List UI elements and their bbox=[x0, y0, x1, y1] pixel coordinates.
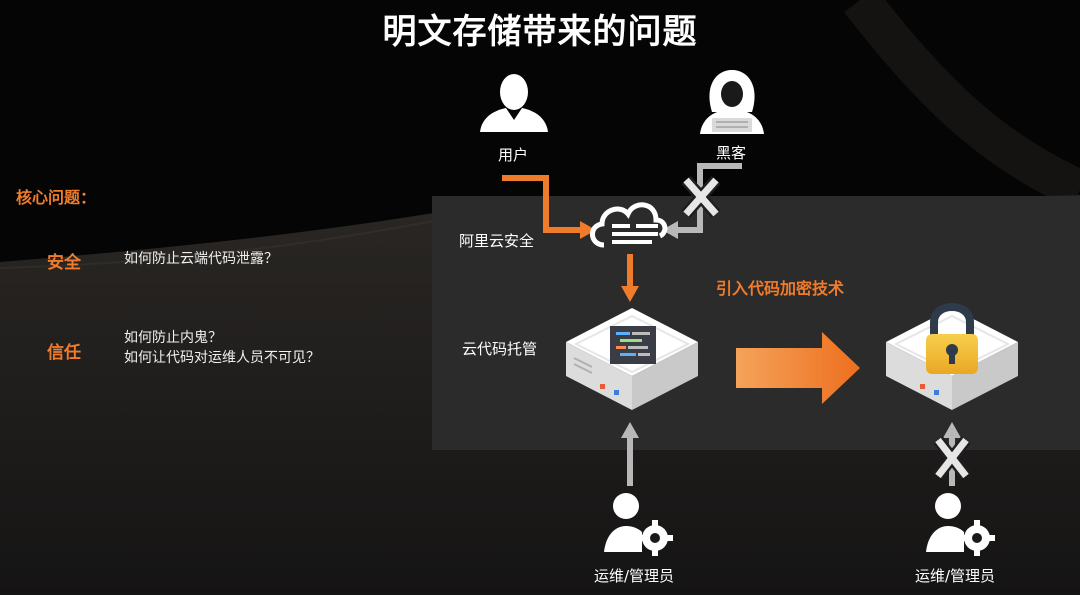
issue-line: 如何防止云端代码泄露？ bbox=[124, 251, 278, 267]
hacker-label: 黑客 bbox=[716, 144, 747, 162]
admin-to-server-arrow bbox=[621, 422, 639, 486]
encryption-intro-label: 引入代码加密技术 bbox=[716, 279, 845, 298]
code-hosting-label: 云代码托管 bbox=[462, 340, 538, 358]
admin-gear-icon bbox=[604, 493, 673, 556]
issue-label-security: 安全 bbox=[47, 253, 81, 273]
issue-line: 如何让代码对运维人员不可见？ bbox=[124, 350, 320, 366]
server-lock-icon bbox=[886, 303, 1018, 410]
page-title: 明文存储带来的问题 bbox=[382, 12, 698, 52]
hacker-icon bbox=[700, 70, 764, 134]
admin-gear-icon bbox=[926, 493, 995, 556]
cloud-security-icon bbox=[590, 202, 668, 248]
server-code-icon bbox=[566, 308, 698, 410]
aliyun-security-label: 阿里云安全 bbox=[459, 232, 535, 250]
issue-line: 如何防止内鬼？ bbox=[124, 330, 222, 346]
ops-admin-label-right: 运维/管理员 bbox=[915, 567, 996, 585]
core-issue-heading: 核心问题： bbox=[16, 188, 97, 207]
issue-text-trust: 如何防止内鬼？ 如何让代码对运维人员不可见？ bbox=[124, 328, 320, 368]
user-label: 用户 bbox=[498, 146, 529, 164]
user-to-security-arrow bbox=[502, 175, 596, 239]
issue-label-trust: 信任 bbox=[47, 343, 81, 363]
issue-text-security: 如何防止云端代码泄露？ bbox=[124, 249, 278, 269]
block-x-icon bbox=[933, 436, 971, 480]
block-x-icon bbox=[681, 176, 721, 218]
user-icon bbox=[480, 74, 548, 132]
security-to-server-arrow bbox=[621, 254, 639, 302]
ops-admin-label-left: 运维/管理员 bbox=[594, 567, 675, 585]
encryption-transition-arrow bbox=[736, 332, 860, 404]
